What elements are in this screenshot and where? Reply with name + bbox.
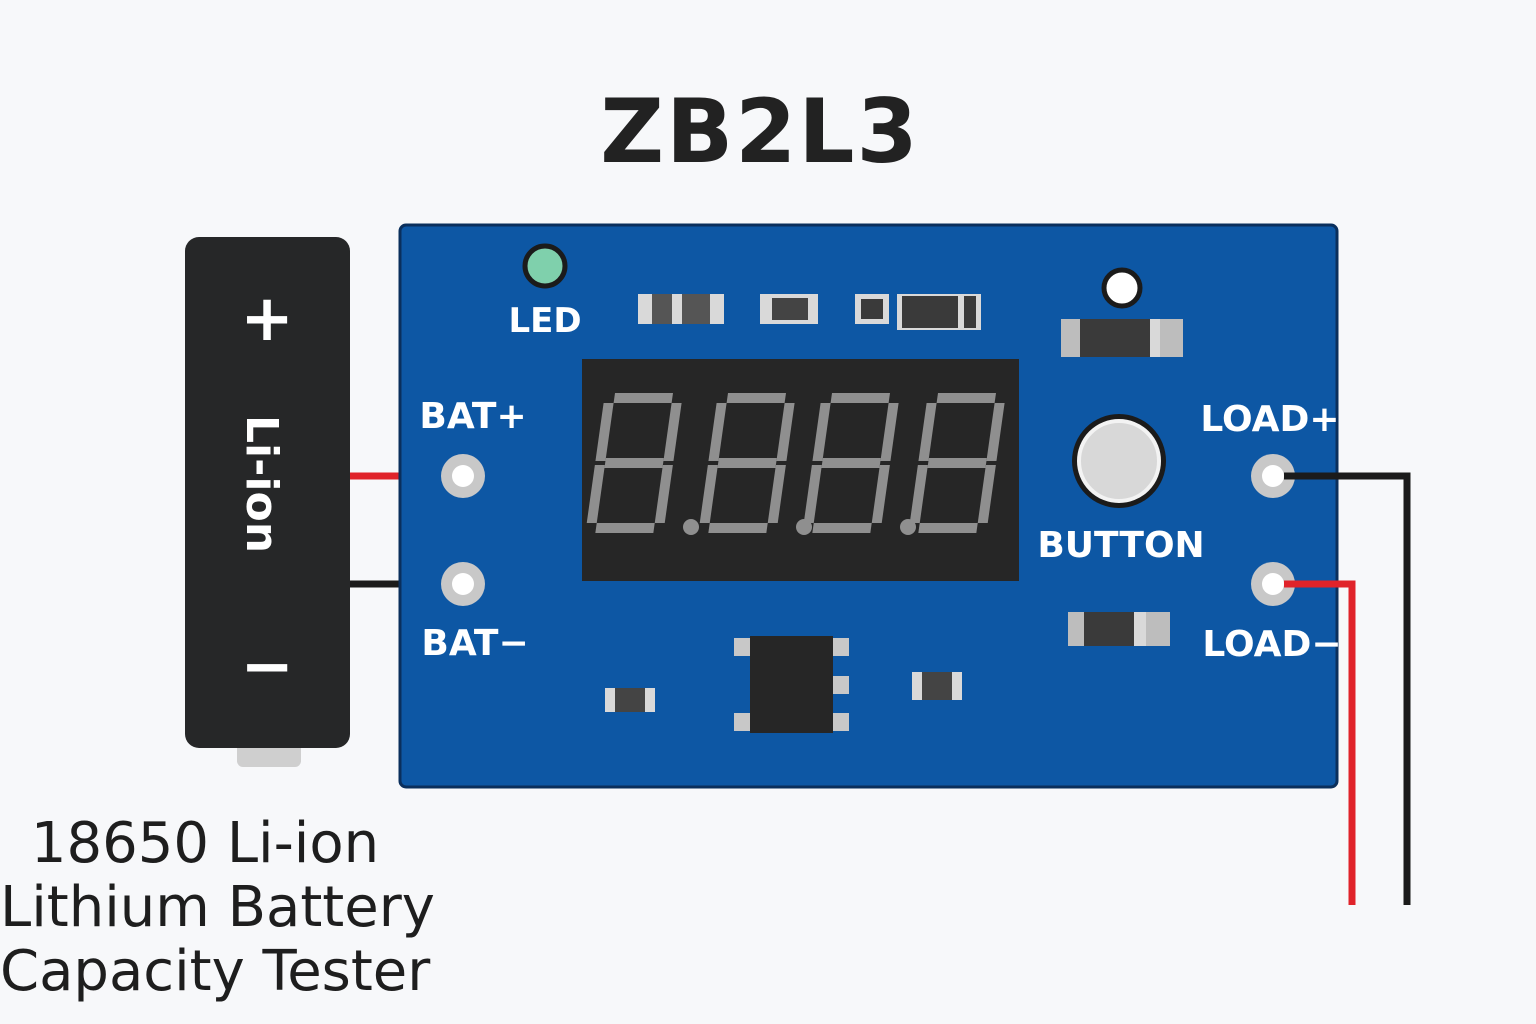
- display-segment: [699, 465, 718, 523]
- display-segment: [918, 523, 978, 533]
- display-segment: [663, 403, 682, 461]
- display-segment: [812, 523, 872, 533]
- display-segment: [803, 465, 822, 523]
- display-segment: [776, 403, 795, 461]
- battery-plus-symbol: +: [240, 282, 294, 356]
- display-segment: [708, 523, 768, 533]
- smd-resistor-bottom-left: [605, 688, 655, 712]
- caption-line-3: Capacity Tester: [0, 939, 431, 1004]
- display-segment: [880, 403, 899, 461]
- display-segment: [767, 465, 786, 523]
- display-segment: [830, 393, 890, 403]
- display-digit: [803, 393, 899, 533]
- display-segment: [708, 403, 727, 461]
- smd-resistor-top-2: [760, 294, 818, 324]
- display-segment: [726, 393, 786, 403]
- push-button[interactable]: [1077, 419, 1161, 503]
- led-indicator: [522, 243, 568, 289]
- display-digit: [699, 393, 795, 533]
- button-label: BUTTON: [1037, 525, 1204, 566]
- load-minus-label: LOAD−: [1202, 624, 1341, 665]
- caption: 18650 Li-ion Lithium Battery Capacity Te…: [0, 811, 435, 1004]
- battery-label: Li-ion: [236, 415, 287, 553]
- display-segment: [936, 393, 996, 403]
- load-minus-terminal-hole: [1262, 573, 1284, 595]
- bat-plus-terminal-hole: [452, 465, 474, 487]
- load-plus-label: LOAD+: [1200, 399, 1339, 440]
- smd-diode-bottom: [1068, 612, 1170, 646]
- display-segment: [821, 458, 881, 468]
- display-decimal-point: [683, 519, 699, 535]
- caption-line-1: 18650 Li-ion: [30, 811, 380, 876]
- display-segment: [812, 403, 831, 461]
- bat-minus-label: BAT−: [421, 623, 528, 664]
- caption-line-2: Lithium Battery: [0, 875, 435, 940]
- smd-resistor-bottom-right: [912, 672, 962, 700]
- display-segment: [977, 465, 996, 523]
- smd-resistor-top-1: [638, 294, 724, 324]
- display-segment: [986, 403, 1005, 461]
- display-segment: [604, 458, 664, 468]
- load-plus-terminal-hole: [1262, 465, 1284, 487]
- display-digit: [586, 393, 682, 533]
- load-plus-wire: [1284, 472, 1411, 905]
- display-digits: [586, 393, 1005, 535]
- ic-chip: [734, 636, 849, 733]
- display-segment: [927, 458, 987, 468]
- display-digit: [909, 393, 1005, 533]
- bat-minus-terminal-hole: [452, 573, 474, 595]
- display-segment: [595, 403, 614, 461]
- display-segment: [654, 465, 673, 523]
- display-segment: [595, 523, 655, 533]
- mounting-hole: [1101, 267, 1143, 309]
- title: ZB2L3: [600, 80, 920, 183]
- display-segment: [613, 393, 673, 403]
- smd-resistor-top-3: [855, 294, 981, 330]
- display-segment: [871, 465, 890, 523]
- display-segment: [717, 458, 777, 468]
- led-label: LED: [508, 301, 581, 341]
- bat-plus-label: BAT+: [419, 396, 526, 437]
- battery-minus-symbol: −: [240, 630, 294, 704]
- load-minus-wire: [1284, 580, 1356, 905]
- display-segment: [909, 465, 928, 523]
- smd-diode-top: [1061, 319, 1183, 357]
- display-segment: [918, 403, 937, 461]
- battery: + − Li-ion: [185, 237, 350, 767]
- seven-segment-display: [582, 359, 1019, 581]
- display-segment: [586, 465, 605, 523]
